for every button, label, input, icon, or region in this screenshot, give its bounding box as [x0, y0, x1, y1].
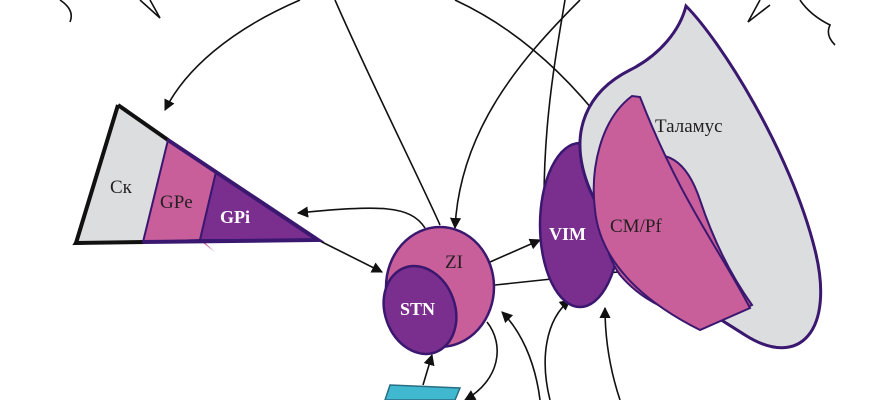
label-striatum: Ск [110, 177, 133, 198]
top-right-neuron-fragment [747, 0, 836, 46]
label-zi: ZI [445, 252, 463, 273]
basal-ganglia-triangle: Ск GPe GPi [72, 103, 325, 252]
arrow-cortex-to-cmpf [454, 0, 606, 126]
thalamus: Таламус CM/Pf VIM [538, 3, 823, 350]
arrow-input-to-stn [422, 353, 435, 386]
arrow-bottom-to-vim [544, 299, 571, 400]
arrow-cortex-to-zi-2 [449, 0, 581, 230]
label-cmpf: CM/Pf [610, 216, 662, 237]
label-gpe: GPe [160, 192, 193, 213]
arrow-cortex-to-zi [334, 0, 441, 226]
label-stn: STN [400, 299, 435, 319]
label-vim: VIM [549, 224, 586, 244]
arrow-bottom-to-zi [501, 311, 541, 400]
label-gpi: GPi [220, 207, 250, 227]
top-left-neuron-fragment [59, 0, 161, 23]
arrow-gpi-to-stn [317, 239, 384, 273]
arrow-zi-to-vim [489, 238, 542, 263]
arrow-stn-to-output [464, 321, 498, 400]
arrow-bottom-to-thalamus [599, 306, 621, 400]
input-block [384, 384, 462, 400]
label-thalamus: Таламус [655, 116, 723, 137]
connection-arrows [164, 0, 657, 400]
zi-stn-complex: ZI STN [382, 225, 496, 356]
arrow-cortex-to-striatum [164, 0, 301, 112]
arrow-zi-to-gpi [296, 206, 426, 229]
